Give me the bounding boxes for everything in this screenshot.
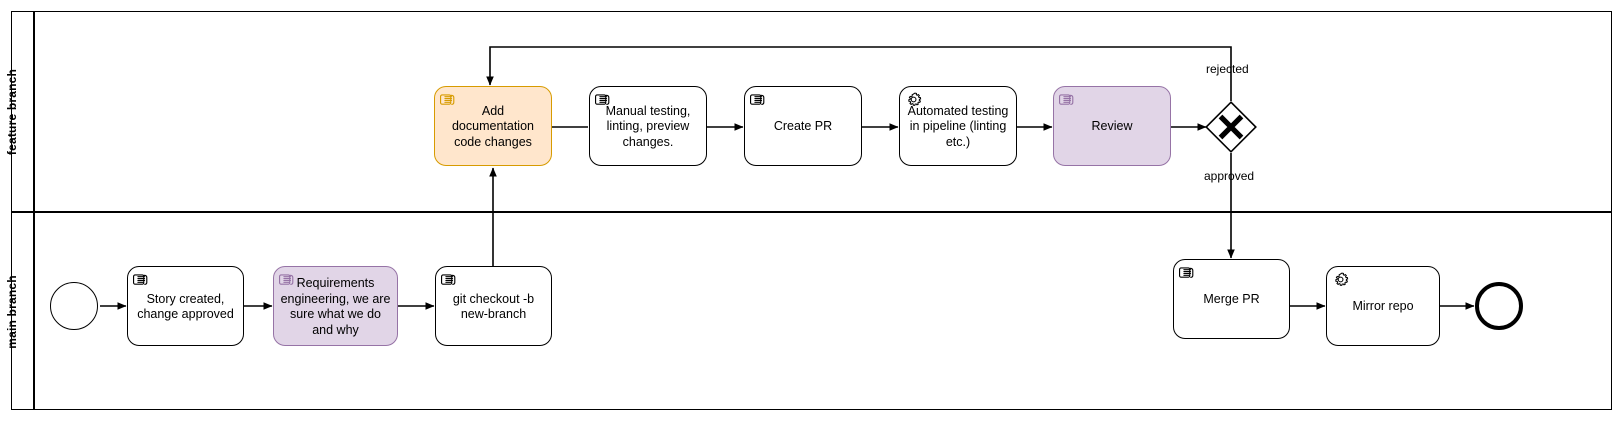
task-story-created[interactable]: Story created, change approved — [127, 266, 244, 346]
task-git-checkout[interactable]: git checkout -b new-branch — [435, 266, 552, 346]
task-merge-pr[interactable]: Merge PR — [1173, 259, 1290, 339]
edge-label-rejected: rejected — [1206, 62, 1249, 76]
task-label: Story created, change approved — [137, 291, 234, 322]
task-label: Manual testing, linting, preview changes… — [605, 103, 691, 149]
task-create-pr[interactable]: Create PR — [744, 86, 862, 166]
task-requirements-engineering[interactable]: Requirements engineering, we are sure wh… — [273, 266, 398, 346]
manual-task-icon — [440, 91, 457, 108]
lane-header-separator — [33, 11, 35, 410]
service-task-icon — [905, 91, 922, 108]
task-review[interactable]: Review — [1053, 86, 1171, 166]
service-task-icon — [1332, 271, 1349, 288]
task-label: Create PR — [773, 119, 833, 134]
flow-gateway-rejected-to-add-documentation — [486, 46, 1232, 101]
task-manual-testing[interactable]: Manual testing, linting, preview changes… — [589, 86, 707, 166]
start-event[interactable] — [50, 282, 98, 330]
manual-task-icon — [1059, 91, 1076, 108]
manual-task-icon — [441, 271, 458, 288]
manual-task-icon — [133, 271, 150, 288]
manual-task-icon — [595, 91, 612, 108]
task-label: Mirror repo — [1352, 299, 1414, 314]
lane-label-feature-branch: feature branch — [5, 68, 19, 156]
lane-label-main-branch: main branch — [5, 275, 19, 349]
manual-task-icon — [750, 91, 767, 108]
lane-divider — [11, 211, 1612, 213]
task-mirror-repo[interactable]: Mirror repo — [1326, 266, 1440, 346]
task-automated-testing[interactable]: Automated testing in pipeline (linting e… — [899, 86, 1017, 166]
task-label: Requirements engineering, we are sure wh… — [280, 276, 391, 337]
edge-label-approved: approved — [1204, 169, 1255, 183]
task-label: Review — [1091, 119, 1133, 134]
end-event[interactable] — [1475, 282, 1523, 330]
task-label: Merge PR — [1203, 292, 1260, 307]
task-label: git checkout -b new-branch — [452, 291, 535, 322]
manual-task-icon — [1179, 264, 1196, 281]
pool-container — [11, 11, 1612, 410]
task-add-documentation-code-changes[interactable]: Add documentation code changes — [434, 86, 552, 166]
exclusive-gateway[interactable] — [1205, 101, 1257, 153]
task-label: Add documentation code changes — [451, 103, 534, 149]
task-label: Automated testing in pipeline (linting e… — [907, 103, 1009, 149]
manual-task-icon — [279, 271, 296, 288]
